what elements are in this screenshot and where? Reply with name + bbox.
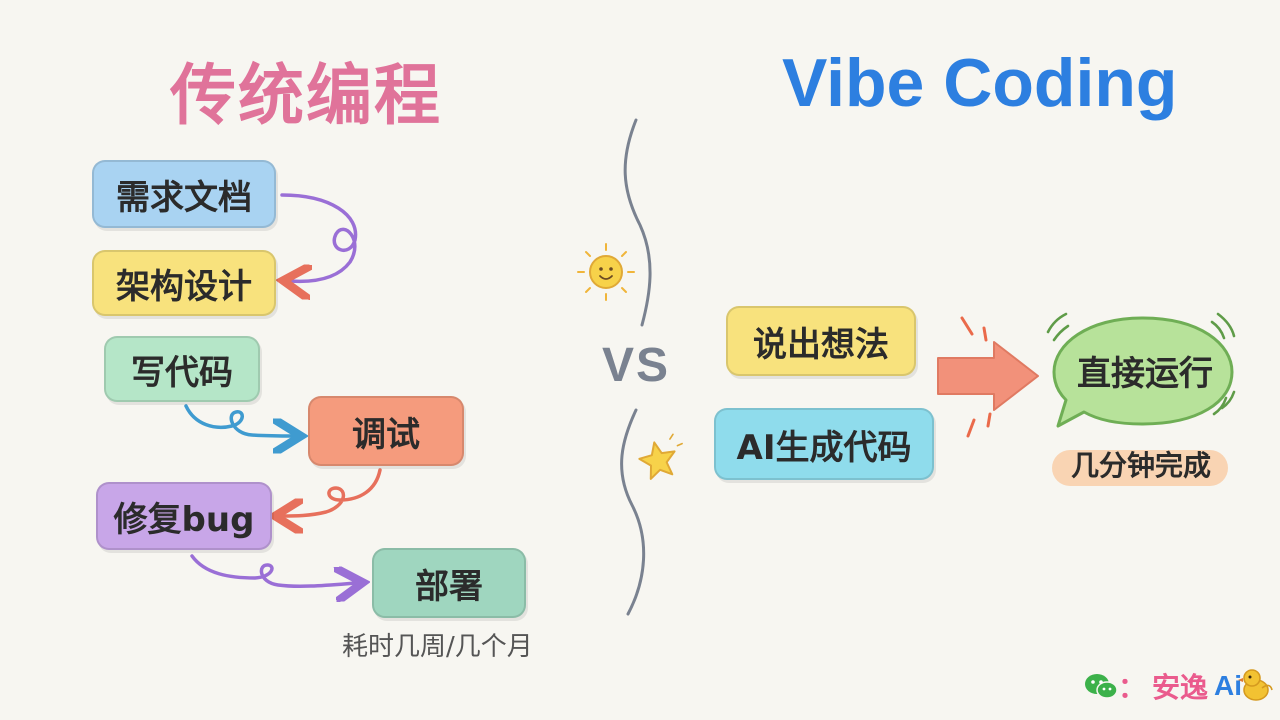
title-traditional: 传统编程	[170, 57, 442, 134]
arrow-req-to-arch	[282, 193, 358, 281]
brand-watermark: ： 安逸 Ai	[1086, 666, 1242, 706]
vs-label: VS	[602, 339, 671, 392]
arrow-fix-to-deploy	[190, 554, 356, 586]
divider-line-bottom	[620, 408, 646, 616]
step-requirements-doc: 需求文档	[92, 160, 276, 228]
step-say-idea: 说出想法	[726, 306, 916, 376]
wechat-icon	[1085, 674, 1118, 699]
step-write-code: 写代码	[104, 336, 260, 402]
arrow-debug-to-fix	[282, 468, 382, 516]
brand-name: 安逸	[1152, 671, 1209, 704]
star-icon	[638, 433, 683, 480]
step-deploy: 部署	[372, 548, 526, 618]
step-architecture-design: 架构设计	[92, 250, 276, 316]
arrow-code-to-debug	[184, 404, 294, 436]
vibe-duration: 几分钟完成	[1070, 449, 1211, 482]
step-fix-bug: 修复bug	[96, 482, 272, 550]
title-vibe-coding: Vibe Coding	[782, 45, 1178, 121]
result-run-directly: 直接运行	[1077, 354, 1213, 394]
step-debug: 调试	[308, 396, 464, 466]
speech-bubble	[1046, 312, 1236, 428]
bird-icon	[1238, 669, 1273, 701]
brand-prefix: ：	[1118, 671, 1147, 704]
sun-icon	[577, 243, 635, 301]
duration-highlight	[1052, 450, 1228, 486]
step-ai-generate-code: AI生成代码	[714, 408, 934, 480]
big-arrow-icon	[937, 316, 1039, 438]
brand-suffix: Ai	[1214, 670, 1243, 701]
traditional-duration: 耗时几周/几个月	[342, 632, 533, 662]
divider-line-top	[623, 118, 652, 327]
